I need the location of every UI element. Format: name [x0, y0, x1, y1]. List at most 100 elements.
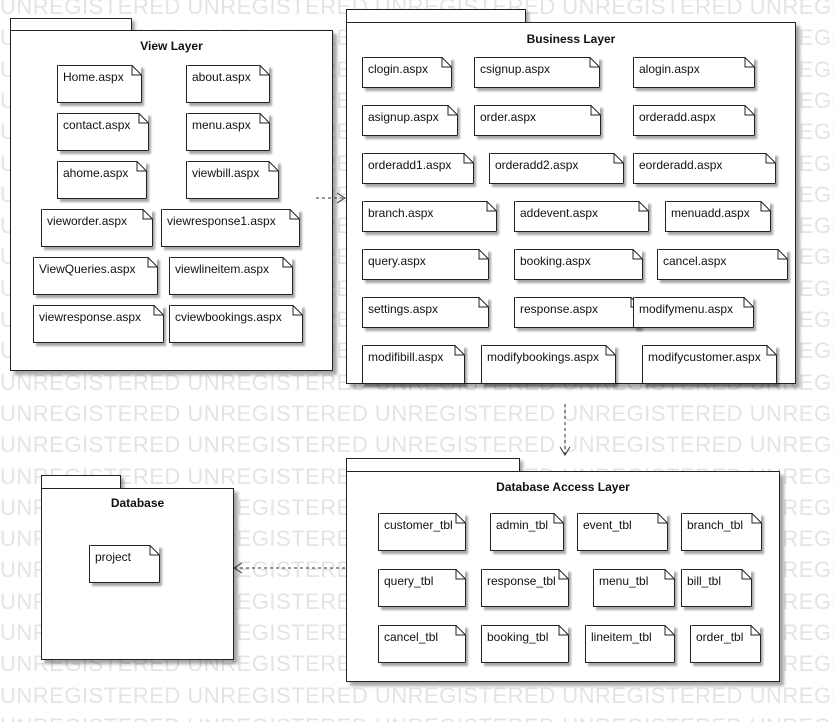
note-label: orderadd2.aspx	[495, 158, 579, 172]
note-query-tbl[interactable]: query_tbl	[378, 569, 466, 607]
note-cancel-aspx[interactable]: cancel.aspx	[657, 249, 788, 280]
package-title: Business Layer	[526, 32, 616, 46]
note-orderadd1-aspx[interactable]: orderadd1.aspx	[362, 153, 474, 184]
note-fold-corner	[363, 345, 465, 384]
note-fold-corner	[682, 569, 752, 607]
note-label: viewresponse.aspx	[39, 310, 142, 324]
note-orderadd2-aspx[interactable]: orderadd2.aspx	[489, 153, 624, 184]
package-title: Database	[110, 496, 165, 510]
note-fold-corner	[162, 209, 300, 247]
note-menuadd-aspx[interactable]: menuadd.aspx	[665, 201, 771, 232]
note-booking-tbl[interactable]: booking_tbl	[481, 625, 569, 663]
note-label: query_tbl	[384, 574, 434, 588]
note-settings-aspx[interactable]: settings.aspx	[362, 297, 489, 328]
note-event-tbl[interactable]: event_tbl	[577, 513, 668, 551]
note-label: menu_tbl	[599, 574, 649, 588]
note-fold-corner	[363, 105, 458, 136]
note-label: modifybookings.aspx	[487, 350, 600, 364]
note-label: ViewQueries.aspx	[39, 262, 136, 276]
note-cviewbookings-aspx[interactable]: cviewbookings.aspx	[169, 305, 303, 343]
note-fold-corner	[586, 625, 675, 663]
note-label: about.aspx	[192, 70, 251, 84]
note-fold-corner	[363, 57, 452, 88]
note-modifibill-aspx[interactable]: modifibill.aspx	[362, 345, 465, 384]
note-modifymenu-aspx[interactable]: modifymenu.aspx	[633, 297, 754, 328]
note-eorderadd-aspx[interactable]: eorderadd.aspx	[633, 153, 776, 184]
note-ahome-aspx[interactable]: ahome.aspx	[57, 161, 147, 199]
note-label: alogin.aspx	[639, 62, 700, 76]
note-response-tbl[interactable]: response_tbl	[481, 569, 569, 607]
note-label: viewresponse1.aspx	[167, 214, 276, 228]
note-fold-corner	[170, 257, 293, 295]
note-response-aspx[interactable]: response.aspx	[514, 297, 641, 328]
note-lineitem-tbl[interactable]: lineitem_tbl	[585, 625, 675, 663]
note-viewbill-aspx[interactable]: viewbill.aspx	[186, 161, 279, 199]
note-fold-corner	[34, 305, 164, 343]
note-fold-corner	[58, 161, 147, 199]
note-fold-corner	[58, 65, 142, 103]
note-label: viewlineitem.aspx	[175, 262, 270, 276]
note-fold-corner	[90, 545, 160, 583]
note-label: response_tbl	[487, 574, 556, 588]
note-fold-corner	[490, 153, 624, 184]
note-label: modifibill.aspx	[368, 350, 444, 364]
note-order-aspx[interactable]: order.aspx	[474, 105, 601, 136]
note-label: contact.aspx	[63, 118, 131, 132]
note-about-aspx[interactable]: about.aspx	[186, 65, 270, 103]
note-fold-corner	[363, 201, 497, 232]
note-label: order_tbl	[696, 630, 744, 644]
note-label: addevent.aspx	[520, 206, 599, 220]
note-label: settings.aspx	[368, 302, 439, 316]
note-fold-corner	[682, 513, 762, 551]
note-label: bill_tbl	[687, 574, 722, 588]
package-title: View Layer	[140, 39, 203, 53]
note-clogin-aspx[interactable]: clogin.aspx	[362, 57, 452, 88]
note-customer-tbl[interactable]: customer_tbl	[378, 513, 466, 551]
note-viewresponse1-aspx[interactable]: viewresponse1.aspx	[161, 209, 300, 247]
note-label: menu.aspx	[192, 118, 251, 132]
note-fold-corner	[658, 249, 788, 280]
note-fold-corner	[482, 625, 569, 663]
note-label: clogin.aspx	[368, 62, 429, 76]
note-viewlineitem-aspx[interactable]: viewlineitem.aspx	[169, 257, 293, 295]
note-label: cviewbookings.aspx	[175, 310, 282, 324]
note-fold-corner	[363, 249, 489, 280]
note-fold-corner	[475, 57, 600, 88]
note-addevent-aspx[interactable]: addevent.aspx	[514, 201, 649, 232]
note-fold-corner	[170, 305, 303, 343]
note-label: modifycustomer.aspx	[648, 350, 761, 364]
note-order-tbl[interactable]: order_tbl	[690, 625, 761, 663]
note-fold-corner	[634, 105, 755, 136]
note-label: cancel_tbl	[384, 630, 439, 644]
note-fold-corner	[634, 153, 776, 184]
note-menu-aspx[interactable]: menu.aspx	[186, 113, 270, 151]
note-branch-tbl[interactable]: branch_tbl	[681, 513, 762, 551]
note-fold-corner	[634, 57, 755, 88]
note-viewresponse-aspx[interactable]: viewresponse.aspx	[33, 305, 164, 343]
note-vieworder-aspx[interactable]: vieworder.aspx	[41, 209, 153, 247]
note-fold-corner	[379, 513, 466, 551]
note-modifycustomer-aspx[interactable]: modifycustomer.aspx	[642, 345, 777, 384]
note-orderadd-aspx[interactable]: orderadd.aspx	[633, 105, 755, 136]
note-viewqueries-aspx[interactable]: ViewQueries.aspx	[33, 257, 158, 295]
note-booking-aspx[interactable]: booking.aspx	[514, 249, 643, 280]
note-cancel-tbl[interactable]: cancel_tbl	[378, 625, 466, 663]
note-home-aspx[interactable]: Home.aspx	[57, 65, 142, 103]
note-alogin-aspx[interactable]: alogin.aspx	[633, 57, 755, 88]
note-csignup-aspx[interactable]: csignup.aspx	[474, 57, 600, 88]
note-label: viewbill.aspx	[192, 166, 260, 180]
note-branch-aspx[interactable]: branch.aspx	[362, 201, 497, 232]
note-menu-tbl[interactable]: menu_tbl	[593, 569, 675, 607]
note-label: asignup.aspx	[368, 110, 439, 124]
note-modifybookings-aspx[interactable]: modifybookings.aspx	[481, 345, 616, 384]
note-asignup-aspx[interactable]: asignup.aspx	[362, 105, 458, 136]
note-admin-tbl[interactable]: admin_tbl	[490, 513, 564, 551]
note-project[interactable]: project	[89, 545, 160, 583]
note-fold-corner	[475, 105, 601, 136]
note-bill-tbl[interactable]: bill_tbl	[681, 569, 752, 607]
note-fold-corner	[379, 625, 466, 663]
note-contact-aspx[interactable]: contact.aspx	[57, 113, 149, 151]
note-fold-corner	[363, 297, 489, 328]
arrowhead	[559, 446, 571, 456]
note-query-aspx[interactable]: query.aspx	[362, 249, 489, 280]
